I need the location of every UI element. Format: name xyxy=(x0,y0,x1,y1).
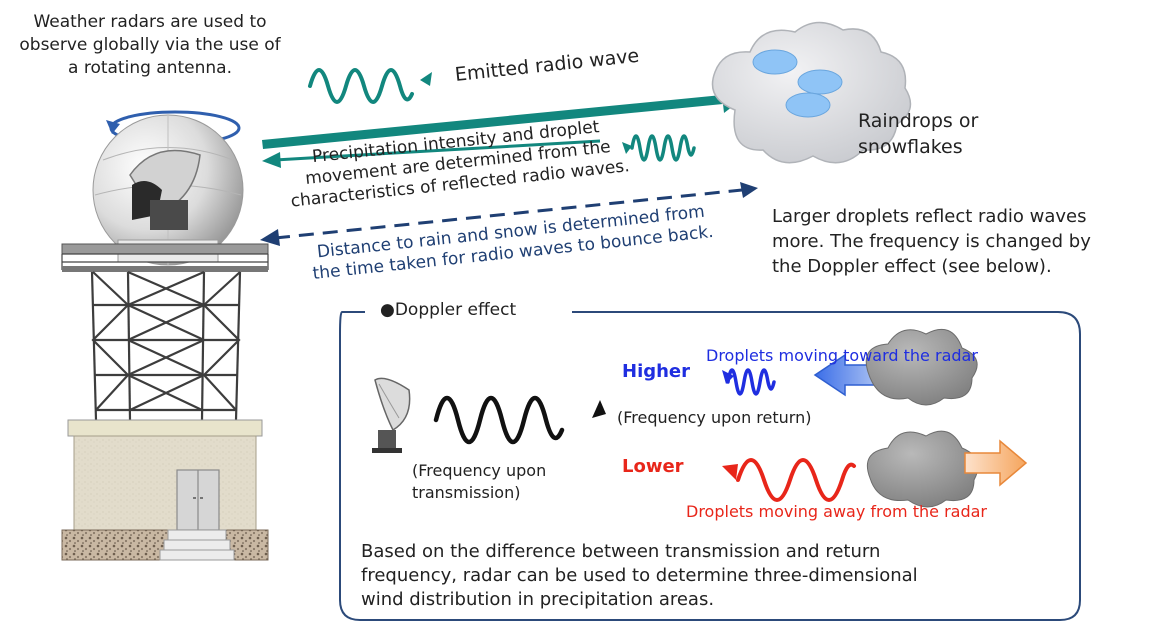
reflected-arrow xyxy=(262,139,601,168)
emitted-arrow xyxy=(262,85,758,149)
transmit-label: (Frequency upon transmission) xyxy=(412,460,546,504)
transmit-label-line: (Frequency upon xyxy=(412,461,547,480)
transmit-label-line: transmission) xyxy=(412,483,521,502)
away-arrow xyxy=(964,439,1028,487)
dish-antenna-icon xyxy=(372,377,411,453)
lower-wave-icon xyxy=(722,458,856,502)
intro-caption-line: observe globally via the use of xyxy=(19,35,281,55)
doppler-summary-line: frequency, radar can be used to determin… xyxy=(361,565,918,586)
higher-wave-icon xyxy=(722,368,776,396)
transmission-wave-icon xyxy=(433,396,606,444)
cloud-icon xyxy=(865,328,978,406)
intro-caption-line: a rotating antenna. xyxy=(68,58,232,78)
reflection-note-line: Larger droplets reflect radio waves xyxy=(772,206,1087,227)
lower-label: Lower xyxy=(622,456,684,477)
higher-label: Higher xyxy=(622,361,691,382)
doppler-summary: Based on the difference between transmis… xyxy=(361,540,918,612)
intro-caption: Weather radars are used to observe globa… xyxy=(0,11,300,80)
drop-icon xyxy=(752,49,798,75)
reflection-note: Larger droplets reflect radio waves more… xyxy=(772,204,1091,279)
away-label: Droplets moving away from the radar xyxy=(686,502,987,521)
cloud-icon xyxy=(866,430,979,508)
doppler-summary-line: Based on the difference between transmis… xyxy=(361,541,881,562)
cloud-icon xyxy=(711,21,912,164)
toward-label: Droplets moving toward the radar xyxy=(706,346,978,365)
intro-caption-line: Weather radars are used to xyxy=(33,12,267,32)
doppler-title: ●Doppler effect xyxy=(376,300,521,320)
target-label: Raindrops or snowflakes xyxy=(858,108,978,160)
target-label-line: snowflakes xyxy=(858,136,963,158)
doppler-summary-line: wind distribution in precipitation areas… xyxy=(361,589,715,610)
drop-icon xyxy=(785,92,831,118)
radar-dome-icon xyxy=(92,114,244,266)
reflection-note-line: more. The frequency is changed by xyxy=(772,231,1091,252)
bullet-icon: ● xyxy=(380,300,395,320)
emitted-wave-icon xyxy=(308,68,432,104)
distance-arrow xyxy=(260,182,758,246)
tower-icon xyxy=(61,110,269,561)
doppler-title-text: Doppler effect xyxy=(394,300,517,320)
doppler-box xyxy=(339,311,1081,621)
reflected-wave-icon xyxy=(622,134,696,162)
drop-icon xyxy=(797,69,843,95)
reflection-note-line: the Doppler effect (see below). xyxy=(772,256,1052,277)
return-label: (Frequency upon return) xyxy=(617,408,812,427)
target-label-line: Raindrops or xyxy=(858,110,979,132)
